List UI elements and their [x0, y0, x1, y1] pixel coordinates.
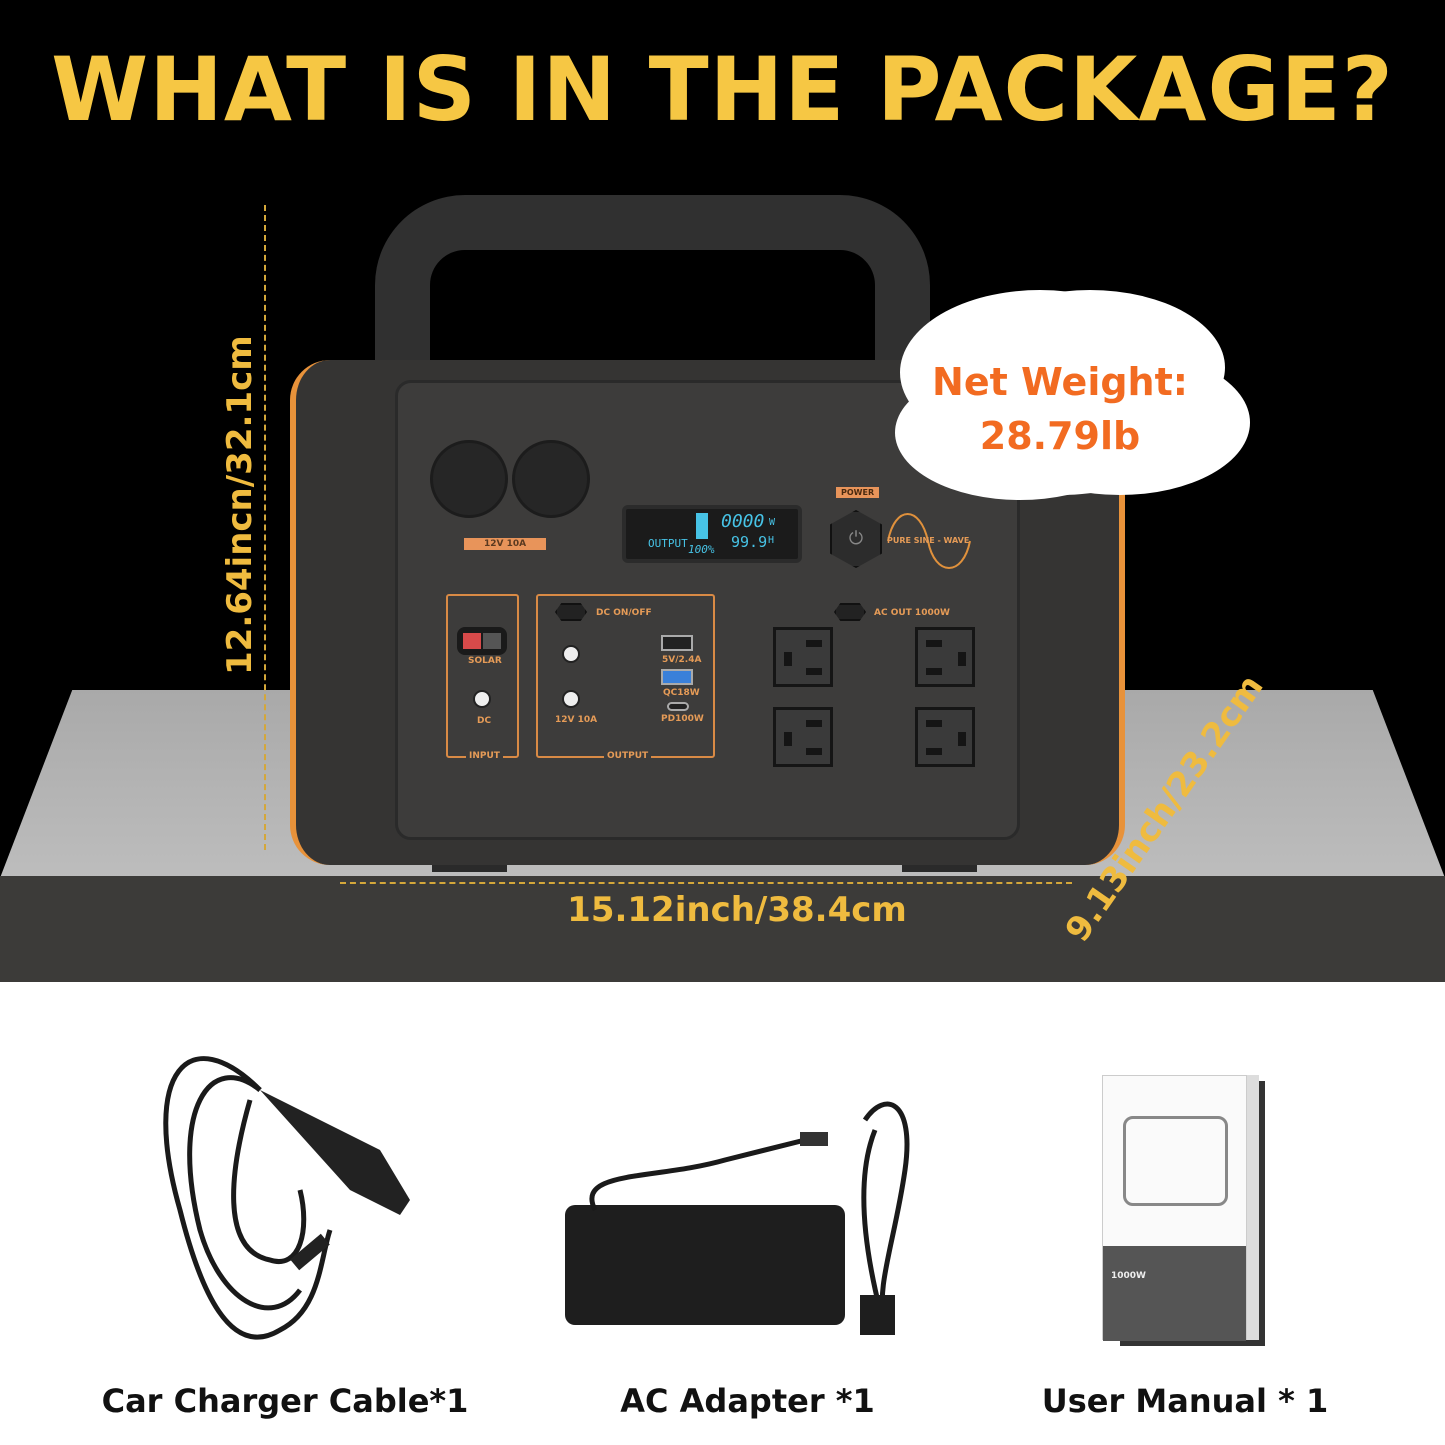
- battery-icon: [696, 513, 708, 539]
- weight-value: 28.79lb: [979, 414, 1141, 458]
- power-label: POWER: [836, 487, 880, 498]
- lcd-watts-unit: W: [769, 517, 776, 528]
- dc-ports-label: 12V 10A: [555, 715, 598, 725]
- dc-input-port: [473, 690, 491, 708]
- dc-output-port: [562, 690, 580, 708]
- solar-label: SOLAR: [468, 656, 502, 666]
- ac-adapter-image: [565, 1101, 910, 1335]
- weight-text: Net Weight: 28.79lb: [910, 355, 1210, 463]
- dc-switch-label: DC ON/OFF: [596, 608, 652, 618]
- lcd-watts: 0000: [721, 511, 765, 532]
- item-label-car-charger: Car Charger Cable*1: [101, 1382, 469, 1420]
- dc-switch[interactable]: [555, 603, 587, 621]
- car-socket-label: 12V 10A: [464, 538, 547, 550]
- lcd-output-label: OUTPUT: [648, 537, 688, 550]
- weight-badge: [910, 310, 1210, 495]
- sine-wave-label: PURE SINE - WAVE: [887, 536, 970, 545]
- ac-switch[interactable]: [834, 603, 866, 621]
- usb-a-port: [661, 635, 693, 651]
- width-dimension: 15.12inch/38.4cm: [567, 890, 907, 930]
- lcd-hours-unit: H: [768, 535, 775, 546]
- lcd-hours: 99.9: [731, 533, 768, 551]
- output-label: OUTPUT: [604, 751, 652, 761]
- device-foot: [902, 862, 977, 872]
- car-charger-cable-image: [163, 1056, 410, 1340]
- weight-label: Net Weight:: [932, 360, 1188, 404]
- car-socket-1: [430, 440, 508, 518]
- power-button[interactable]: ⏻: [830, 510, 882, 568]
- height-dimension: 12.64incn/32.1cm: [220, 335, 260, 675]
- usb-c-port: [667, 702, 689, 711]
- ac-switch-label: AC OUT 1000W: [874, 608, 950, 618]
- page-title: WHAT IS IN THE PACKAGE?: [51, 38, 1394, 141]
- input-label: INPUT: [466, 751, 503, 761]
- dc-label: DC: [477, 716, 492, 726]
- sine-wave-icon: [887, 513, 971, 569]
- lcd-battery: 100%: [688, 543, 715, 556]
- manual-cover-band: 1000W: [1103, 1246, 1246, 1341]
- item-label-ac-adapter: AC Adapter *1: [620, 1382, 875, 1420]
- device-foot: [432, 862, 507, 872]
- input-group: [446, 594, 519, 758]
- user-manual-image: 1000W: [1102, 1075, 1247, 1341]
- dc-output-port: [562, 645, 580, 663]
- usb-a-label: 5V/2.4A: [662, 655, 702, 665]
- manual-device-sketch: [1123, 1116, 1228, 1206]
- height-dimension-line: [264, 205, 266, 850]
- ac-outlet: [773, 627, 833, 687]
- lcd-display: OUTPUT 100% 0000 W 99.9 H: [622, 505, 802, 563]
- pd-label: PD100W: [661, 714, 704, 724]
- ac-outlet: [773, 707, 833, 767]
- width-dimension-line: [340, 882, 1072, 884]
- qc-label: QC18W: [663, 688, 700, 698]
- ac-outlet: [915, 707, 975, 767]
- ac-outlet: [915, 627, 975, 687]
- table-front: [0, 876, 1445, 982]
- solar-port: [457, 627, 507, 655]
- item-label-user-manual: User Manual * 1: [1041, 1382, 1329, 1420]
- qc-port: [661, 669, 693, 685]
- car-socket-2: [512, 440, 590, 518]
